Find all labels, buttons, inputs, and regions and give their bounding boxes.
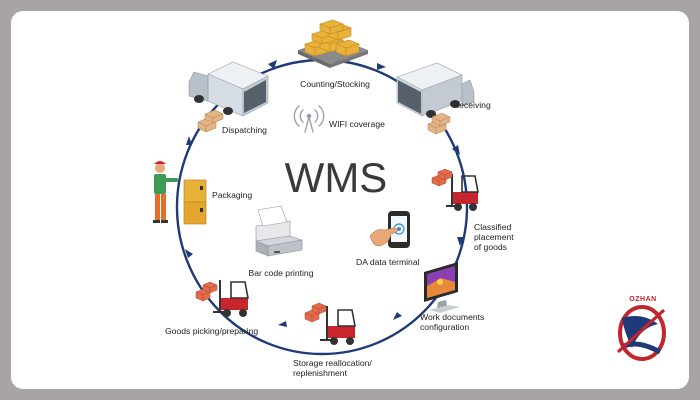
arrow-head [268,60,277,69]
stage-label-work-docs: Work documents configuration [420,312,487,332]
arrow-head [185,249,193,258]
stage-label-classified: Classified placement of goods [474,222,516,252]
stage-label-storage: Storage reallocation/ replenishment [293,358,374,378]
data-terminal-icon [369,211,410,248]
packaging-worker-icon [153,161,207,225]
barcode-printer-icon [254,205,303,257]
ozhan-logo: OZHAN [616,296,666,361]
arrow-head [186,136,192,145]
storage-forklift-icon [304,302,356,345]
stage-label-counting: Counting/Stocking [300,79,370,89]
dispatching-truck-icon [188,61,269,133]
logo-text: OZHAN [629,296,656,303]
stage-label-receiving: Receiving [453,100,491,110]
stage-label-packaging: Packaging [212,190,252,200]
cycle-arrows [185,60,464,327]
diagram-canvas: Counting/Stocking Receiving Dispatching [11,11,689,389]
arrow-head [393,312,402,320]
classified-forklift-icon [431,168,479,211]
picking-forklift-icon [195,280,249,317]
feature-label-terminal: DA data terminal [356,257,420,267]
feature-label-wifi: WIFI coverage [329,119,385,129]
arrow-head [457,237,464,246]
receiving-truck-icon [396,62,475,135]
feature-label-barcode: Bar code printing [249,268,314,278]
stage-label-dispatching: Dispatching [222,125,267,135]
counting-boxes-icon [298,19,368,68]
work-documents-monitor-icon [424,262,460,313]
wifi-tower-icon [293,105,325,133]
stage-label-picking: Goods picking/preparing [165,326,258,336]
wms-cycle-diagram: Counting/Stocking Receiving Dispatching [153,19,666,378]
diagram-title: WMS [285,154,388,201]
arrow-head [452,145,460,155]
arrow-head [377,63,386,70]
arrow-head [278,321,287,327]
